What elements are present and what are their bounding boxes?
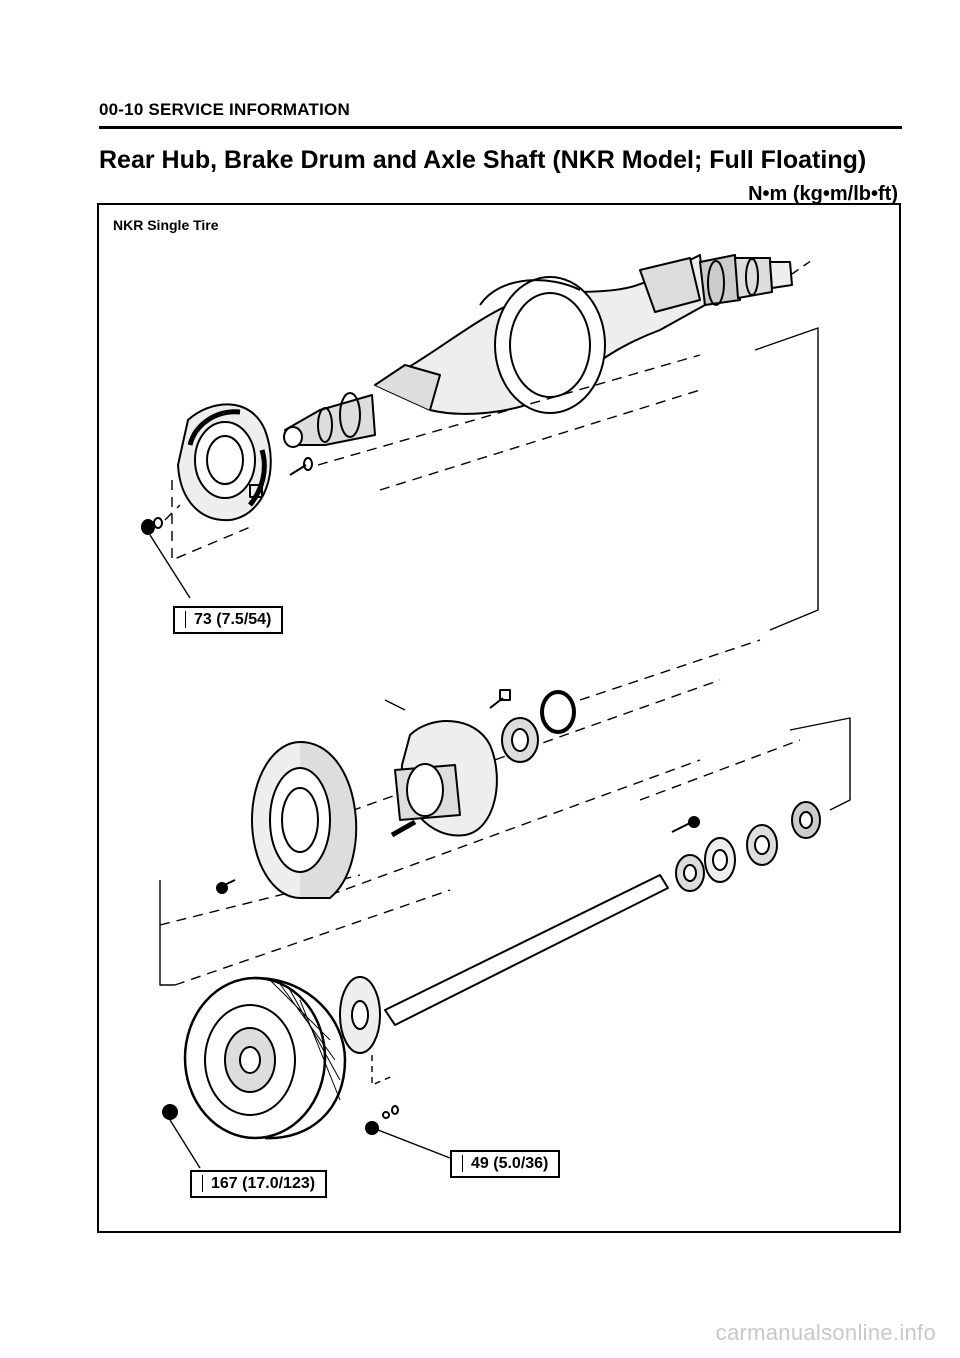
torque-spec-axle-housing: 73 (7.5/54) [173, 606, 284, 634]
diagram-label: NKR Single Tire [113, 217, 219, 233]
mounting-bolt [289, 457, 313, 476]
right-spindle [699, 254, 793, 306]
oil-seal [540, 690, 576, 734]
axle-shaft [339, 874, 669, 1054]
axle-housing [374, 254, 706, 415]
backing-plate-nuts [141, 517, 163, 535]
diagram-frame [97, 203, 901, 1233]
flange-nuts [365, 1105, 451, 1159]
hub-stud [390, 819, 417, 838]
section-header: 00-10 SERVICE INFORMATION [99, 100, 350, 119]
outer-bearing-set [675, 801, 821, 892]
brake-backing-plate [177, 403, 272, 522]
hub-inner-bearing [501, 717, 539, 763]
drum-bolt [216, 879, 236, 894]
watermark: carmanualsonline.info [715, 1320, 936, 1345]
brake-drum [251, 741, 358, 899]
wheel-hub [394, 720, 498, 837]
wheel-nut [162, 1104, 201, 1169]
left-spindle [283, 392, 376, 448]
torque-units: N•m (kg•m/lb•ft) [748, 183, 898, 205]
torque-spec-wheel-nut: 167 (17.0/123) [190, 1170, 328, 1198]
header-rule [99, 126, 902, 129]
hub-bolt [489, 689, 511, 709]
tire-and-wheel [183, 976, 347, 1140]
torque-spec-axle-shaft: 49 (5.0/36) [450, 1150, 561, 1178]
page-title: Rear Hub, Brake Drum and Axle Shaft (NKR… [99, 146, 867, 174]
lock-bolt [671, 816, 700, 833]
